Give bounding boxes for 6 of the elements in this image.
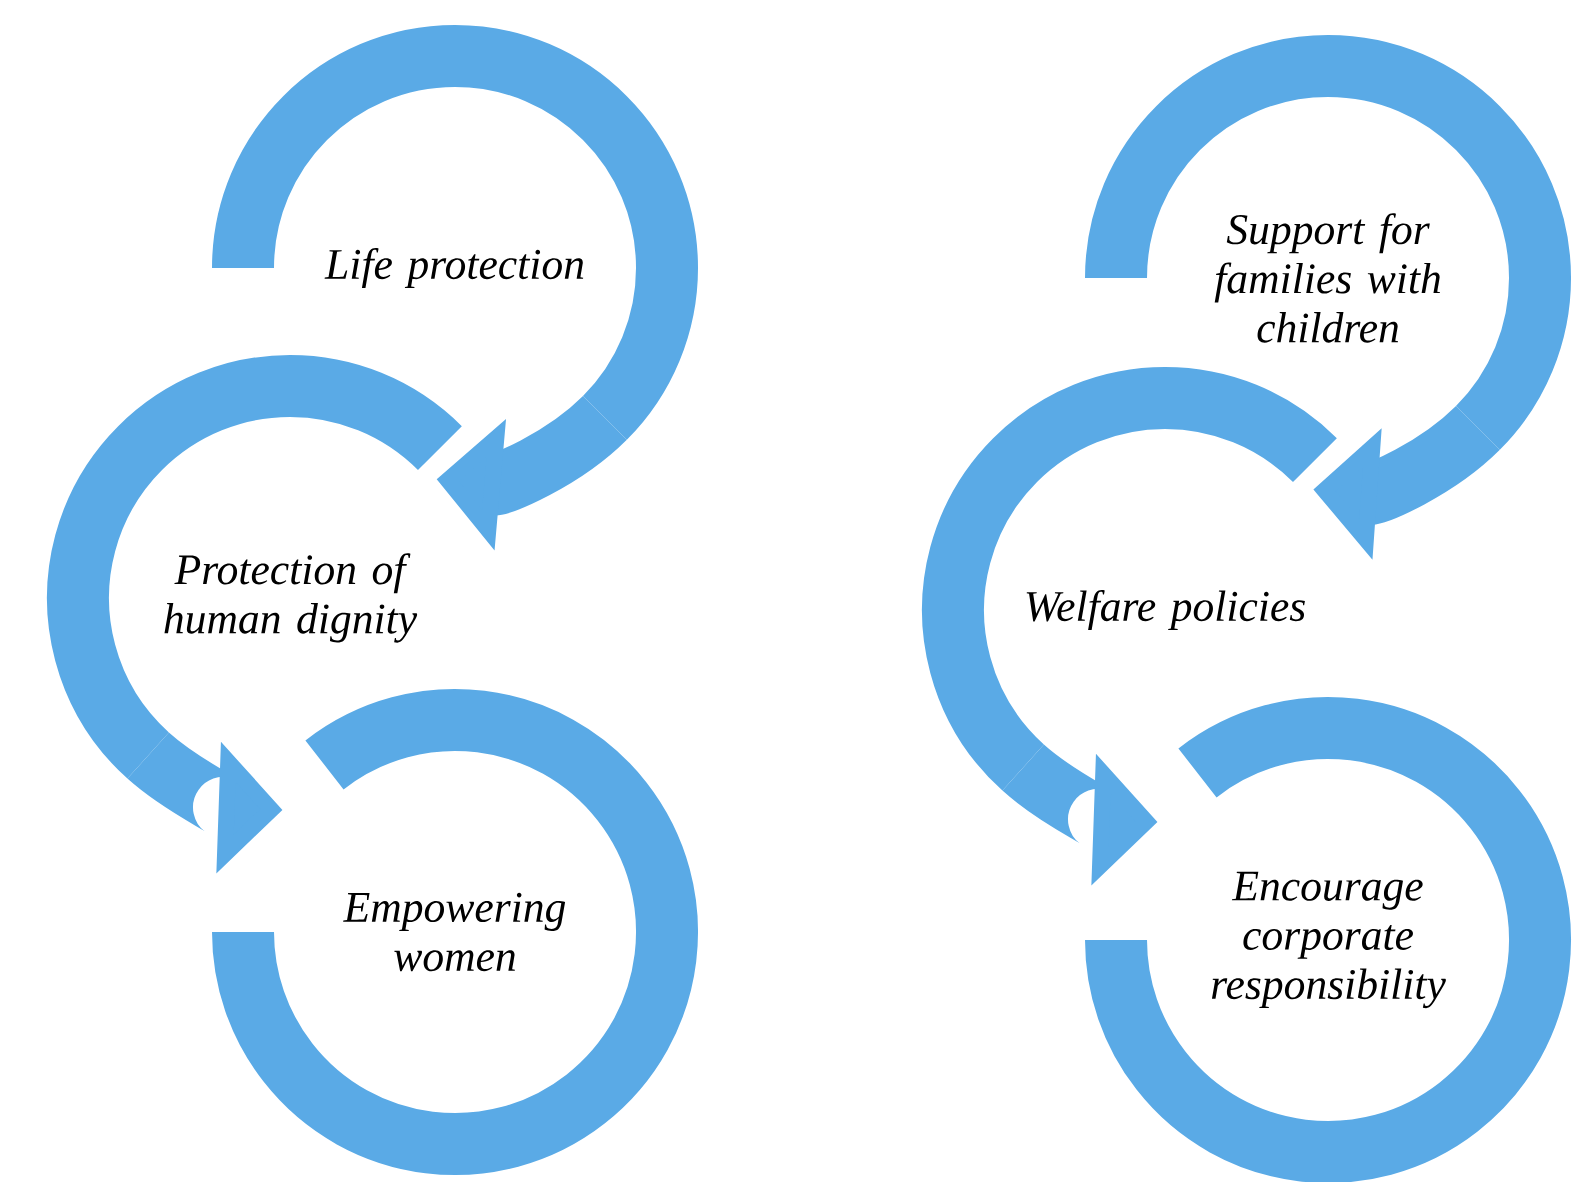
ring: Protection of human dignity (47, 355, 461, 779)
ring: Empowering women (212, 689, 698, 1175)
ring: Welfare policies (922, 367, 1336, 791)
ring: Support for families with children (1085, 35, 1571, 450)
ring: Life protection (212, 25, 698, 440)
ring: Encourage corporate responsibility (1085, 697, 1571, 1182)
